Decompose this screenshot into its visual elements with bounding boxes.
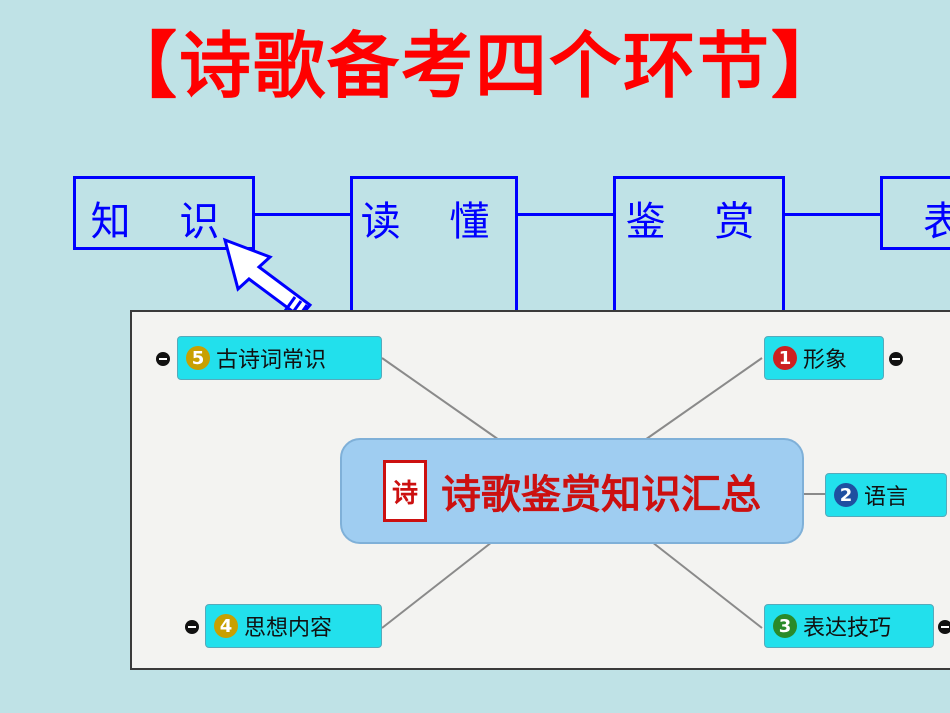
page-title: 【诗歌备考四个环节】 — [104, 24, 845, 108]
step-label: 鉴 赏 — [625, 199, 773, 245]
seal-icon: 诗 — [383, 460, 427, 522]
central-topic-label: 诗歌鉴赏知识汇总 — [441, 472, 761, 518]
collapse-toggle-icon[interactable] — [938, 620, 950, 634]
node-label: 古诗词常识 — [216, 348, 327, 373]
mindmap-branches — [381, 357, 825, 629]
mindmap-node-expression-techniques[interactable]: 3 表达技巧 — [764, 604, 934, 648]
mindmap-panel: 诗 诗歌鉴赏知识汇总 5 古诗词常识 1 形象 2 语言 4 思想内容 3 表达… — [130, 310, 950, 670]
mindmap-node-language[interactable]: 2 语言 — [825, 473, 947, 517]
node-label: 表达技巧 — [803, 616, 892, 641]
number-2-icon: 2 — [834, 483, 858, 507]
number-1-icon: 1 — [773, 346, 797, 370]
step-label: 表 — [923, 189, 950, 247]
mindmap-node-ancient-poetry[interactable]: 5 古诗词常识 — [177, 336, 382, 380]
step-understand[interactable]: 读 懂 — [350, 176, 518, 316]
step-label: 读 懂 — [360, 199, 508, 245]
step-knowledge[interactable]: 知 识 — [73, 176, 255, 250]
number-4-icon: 4 — [214, 614, 238, 638]
step-appreciate[interactable]: 鉴 赏 — [613, 176, 785, 316]
collapse-toggle-icon[interactable] — [185, 620, 199, 634]
step-label: 知 识 — [90, 199, 238, 245]
connector-line — [785, 213, 880, 216]
step-express[interactable]: 表 — [880, 176, 950, 250]
number-5-icon: 5 — [186, 346, 210, 370]
node-label: 形象 — [803, 348, 848, 373]
node-label: 语言 — [864, 485, 909, 510]
node-label: 思想内容 — [244, 616, 333, 641]
collapse-toggle-icon[interactable] — [156, 352, 170, 366]
collapse-toggle-icon[interactable] — [889, 352, 903, 366]
mindmap-node-thought-content[interactable]: 4 思想内容 — [205, 604, 382, 648]
connector-line — [255, 213, 350, 216]
connector-line — [518, 213, 613, 216]
mindmap-central-topic[interactable]: 诗 诗歌鉴赏知识汇总 — [340, 438, 804, 544]
number-3-icon: 3 — [773, 614, 797, 638]
mindmap-node-imagery[interactable]: 1 形象 — [764, 336, 884, 380]
